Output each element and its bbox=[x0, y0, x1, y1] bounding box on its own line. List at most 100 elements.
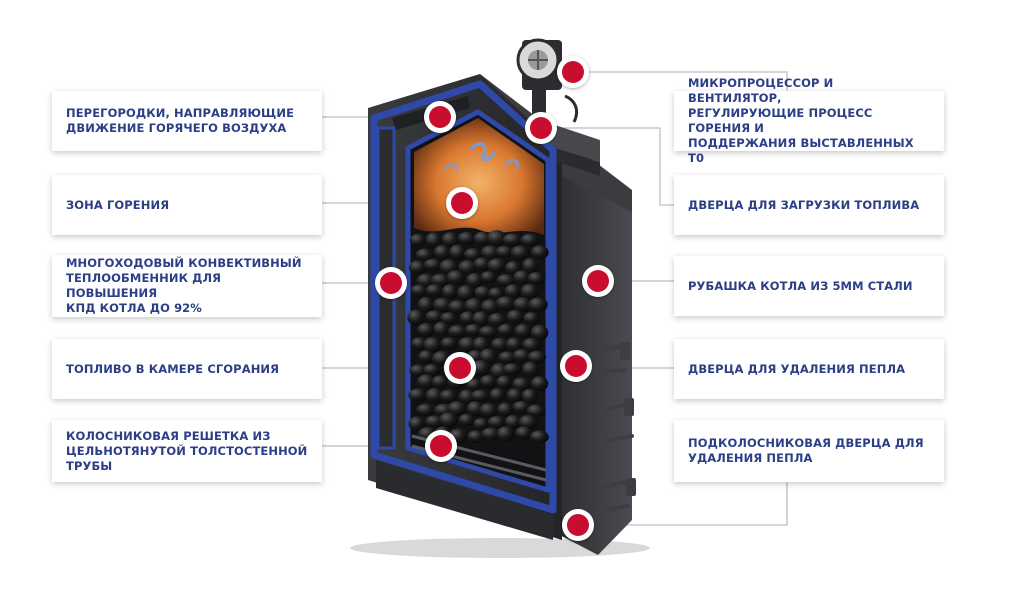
coal-piece bbox=[466, 272, 484, 289]
coal-piece bbox=[521, 361, 540, 378]
coal-piece bbox=[416, 403, 436, 416]
coal-piece bbox=[458, 413, 475, 427]
fan-unit bbox=[516, 38, 562, 115]
coal-piece bbox=[408, 388, 428, 402]
coal-piece bbox=[480, 245, 500, 260]
coal-piece bbox=[528, 297, 548, 313]
sensor-probe bbox=[564, 94, 579, 123]
coal-piece bbox=[488, 312, 507, 327]
coal-piece bbox=[431, 375, 449, 389]
coal-piece bbox=[409, 233, 427, 247]
coal-piece bbox=[411, 337, 428, 351]
coal-piece bbox=[502, 363, 522, 376]
marker-ash-door bbox=[560, 350, 592, 382]
coal-piece bbox=[522, 257, 539, 274]
coal-piece bbox=[440, 337, 458, 350]
coal-piece bbox=[433, 321, 450, 337]
coal-piece bbox=[502, 233, 523, 247]
coal-piece bbox=[409, 364, 428, 377]
coal-piece bbox=[513, 270, 531, 285]
coal-piece bbox=[457, 231, 476, 245]
leader-line-microprocessor bbox=[588, 71, 788, 91]
label-box-subgrate-door: ПОДКОЛОСНИКОВАЯ ДВЕРЦА ДЛЯ УДАЛЕНИЯ ПЕПЛ… bbox=[674, 420, 944, 482]
coal-piece bbox=[448, 325, 468, 338]
marker-fuel bbox=[444, 352, 476, 384]
boiler-illustration bbox=[350, 38, 650, 558]
red-markers bbox=[375, 56, 614, 541]
coal-piece bbox=[512, 377, 531, 392]
label-box-heat-exchanger: МНОГОХОДОВЫЙ КОНВЕКТИВНЫЙ ТЕПЛООБМЕННИК … bbox=[52, 255, 322, 317]
coal-piece bbox=[522, 337, 541, 353]
label-subgrate-door: ПОДКОЛОСНИКОВАЯ ДВЕРЦА ДЛЯ УДАЛЕНИЯ ПЕПЛ… bbox=[688, 436, 924, 465]
coal-piece bbox=[480, 299, 500, 315]
coal-piece bbox=[466, 401, 485, 417]
coal-piece bbox=[470, 389, 490, 402]
label-box-microprocessor: МИКРОПРОЦЕССОР И ВЕНТИЛЯТОР, РЕГУЛИРУЮЩИ… bbox=[674, 76, 944, 165]
coal-piece bbox=[514, 323, 532, 339]
coal-piece bbox=[467, 430, 485, 443]
coal-piece bbox=[408, 416, 426, 432]
coal-piece bbox=[425, 232, 442, 248]
label-microprocessor: МИКРОПРОЦЕССОР И ВЕНТИЛЯТОР, РЕГУЛИРУЮЩИ… bbox=[688, 76, 914, 165]
coal-piece bbox=[418, 350, 435, 363]
coal-piece bbox=[480, 271, 497, 284]
coal-piece bbox=[423, 363, 441, 376]
coal-piece bbox=[410, 284, 428, 297]
label-box-combustion-zone: ЗОНА ГОРЕНИЯ bbox=[52, 175, 322, 235]
label-heat-exchanger: МНОГОХОДОВЫЙ КОНВЕКТИВНЫЙ ТЕПЛООБМЕННИК … bbox=[66, 256, 302, 315]
coal-piece bbox=[530, 245, 549, 260]
coal-piece bbox=[496, 274, 516, 287]
coal-piece bbox=[457, 285, 475, 301]
coal-piece bbox=[487, 258, 507, 274]
coal-piece bbox=[527, 350, 547, 364]
label-baffles: ПЕРЕГОРОДКИ, НАПРАВЛЯЮЩИЕ ДВИЖЕНИЕ ГОРЯЧ… bbox=[66, 106, 295, 135]
coal-piece bbox=[504, 414, 522, 429]
coal-piece bbox=[415, 248, 434, 262]
coal-piece bbox=[518, 414, 538, 430]
coal-piece bbox=[512, 400, 531, 414]
coal-piece bbox=[417, 374, 436, 389]
label-combustion-zone: ЗОНА ГОРЕНИЯ bbox=[66, 197, 170, 212]
coal-piece bbox=[520, 233, 540, 247]
label-box-baffles: ПЕРЕГОРОДКИ, НАПРАВЛЯЮЩИЕ ДВИЖЕНИЕ ГОРЯЧ… bbox=[52, 91, 322, 151]
coal-piece bbox=[479, 403, 498, 418]
label-jacket: РУБАШКА КОТЛА ИЗ 5ММ СТАЛИ bbox=[688, 278, 913, 293]
coal-piece bbox=[530, 324, 549, 341]
coal-piece bbox=[417, 296, 435, 313]
coal-piece bbox=[489, 388, 506, 403]
coal-piece bbox=[439, 389, 458, 403]
coal-piece bbox=[423, 258, 443, 272]
coal-piece bbox=[470, 360, 491, 377]
coal-piece bbox=[487, 416, 507, 429]
coal-piece bbox=[425, 387, 444, 404]
coal-piece bbox=[416, 273, 436, 288]
coal-piece bbox=[521, 388, 538, 404]
coal-piece bbox=[458, 389, 476, 405]
coal-piece bbox=[425, 310, 444, 323]
marker-jacket bbox=[582, 265, 614, 297]
marker-subgrate-door bbox=[562, 509, 594, 541]
marker-baffles bbox=[424, 101, 456, 133]
coal-piece bbox=[458, 260, 478, 275]
coal-piece bbox=[478, 325, 499, 338]
coal-piece bbox=[513, 297, 533, 313]
label-loading-door: ДВЕРЦА ДЛЯ ЗАГРУЗКИ ТОПЛИВА bbox=[688, 197, 920, 212]
coal-piece bbox=[474, 285, 492, 300]
coal-piece bbox=[441, 232, 459, 248]
coal-piece bbox=[506, 388, 523, 403]
coal-piece bbox=[515, 426, 533, 440]
coal-piece bbox=[446, 270, 466, 286]
coal-piece bbox=[441, 284, 458, 300]
coal-piece bbox=[486, 230, 507, 247]
coal-piece bbox=[497, 323, 515, 337]
blue-water-jacket bbox=[370, 80, 557, 514]
coal-piece bbox=[495, 245, 514, 259]
label-grate: КОЛОСНИКОВАЯ РЕШЕТКА ИЗ ЦЕЛЬНОТЯНУТОЙ ТО… bbox=[66, 428, 308, 473]
coal-piece bbox=[432, 297, 453, 313]
coal-piece bbox=[472, 311, 490, 327]
coal-piece bbox=[495, 296, 516, 311]
coal-piece bbox=[504, 284, 521, 299]
coal-piece bbox=[407, 309, 426, 326]
coal-piece bbox=[447, 401, 468, 416]
